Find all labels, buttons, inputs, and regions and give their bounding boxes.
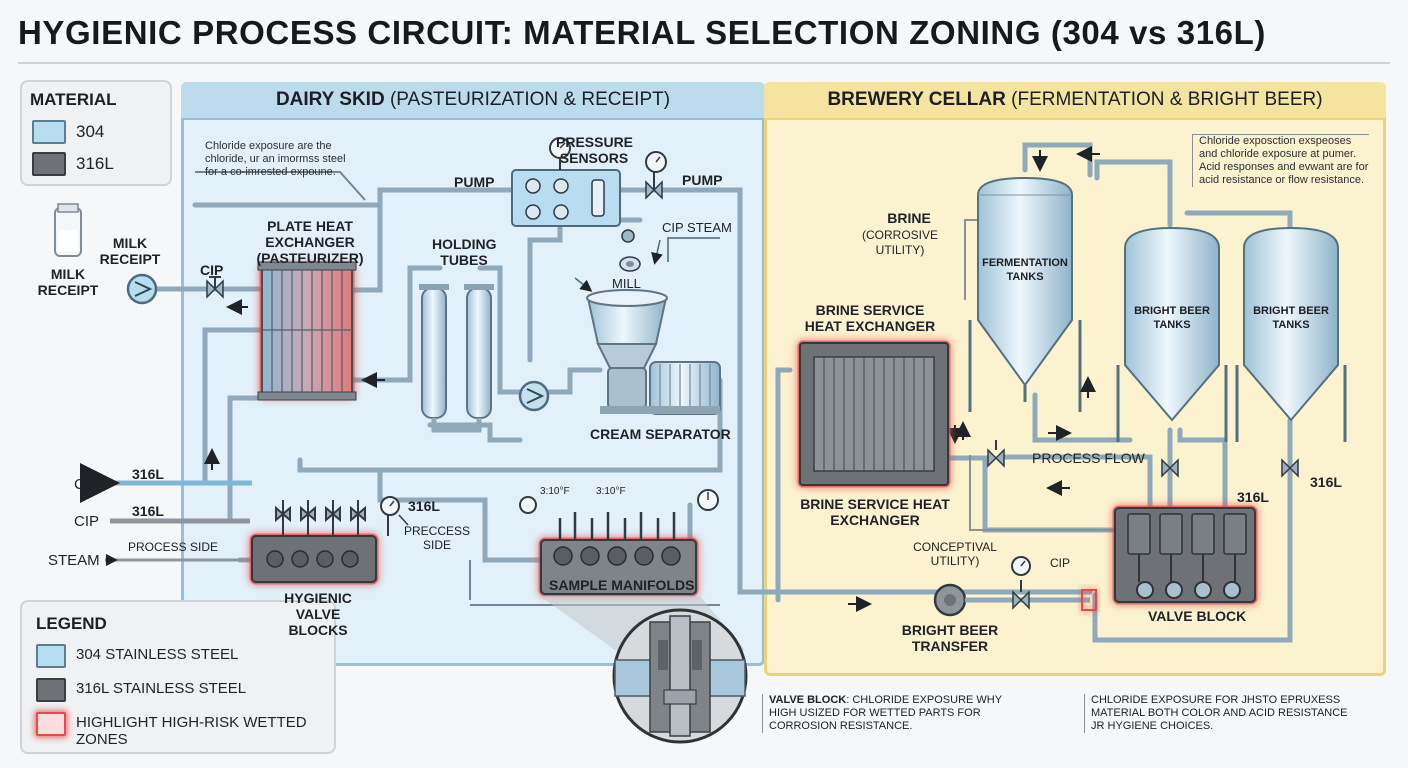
steam-line-label: STEAM	[48, 552, 100, 569]
brine-hx-label-bottom: BRINE SERVICE HEAT EXCHANGER	[800, 496, 950, 528]
brewery-valve-material-label-1: 316L	[1237, 489, 1269, 505]
temperature-label-2: 3:10°F	[596, 486, 626, 497]
process-flow-valve-icon	[987, 440, 1005, 468]
page-title: HYGIENIC PROCESS CIRCUIT: MATERIAL SELEC…	[18, 14, 1266, 51]
brine-service-heat-exchanger	[797, 340, 951, 488]
valve-block-material-label: 316L	[408, 498, 440, 514]
cream-separator-label: CREAM SEPARATOR	[590, 426, 731, 442]
bright-beer-tank-2	[1235, 226, 1347, 442]
brewery-piping	[775, 142, 1293, 643]
dairy-pump-icon	[518, 380, 550, 412]
cream-separator	[586, 289, 721, 415]
material-key-heading: MATERIAL	[30, 90, 117, 109]
cip-valve-icon	[206, 276, 224, 299]
legend-label-high-risk: HIGHLIGHT HIGH-RISK WETTED ZONES	[76, 714, 307, 748]
legend-swatch-304	[36, 644, 66, 668]
dairy-piping	[147, 187, 1093, 595]
bright-beer-transfer-label: BRIGHT BEER TRANSFER	[901, 622, 999, 654]
fermentation-tanks-label: FERMENTATION TANKS	[982, 257, 1068, 283]
fermentation-tank	[968, 176, 1082, 412]
chloride-callout: CHLORIDE EXPOSURE FOR JHSTO EPRUXESS MAT…	[1084, 694, 1361, 733]
dairy-skid-heading: DAIRY SKID (PASTEURIZATION & RECEIPT)	[181, 82, 765, 120]
pump-label-right: PUMP	[682, 172, 723, 188]
legend-swatch-316l	[36, 678, 66, 702]
material-key-panel: MATERIAL 304 316L	[20, 80, 172, 186]
brine-label: BRINE	[887, 210, 931, 226]
brewery-valve-material-label-2: 316L	[1310, 474, 1342, 490]
legend-label-316l: 316L STAINLESS STEEL	[76, 680, 247, 697]
pump-label-left: PUMP	[454, 174, 495, 190]
brewery-valve-block-label: VALVE BLOCK	[1148, 608, 1247, 624]
bright-beer-transfer-pump-icon	[933, 556, 1097, 617]
mill-icon	[619, 256, 641, 272]
brewery-cellar-heading: BREWERY CELLAR (FERMENTATION & BRIGHT BE…	[764, 82, 1386, 120]
plate-heat-exchanger-label: PLATE HEAT EXCHANGER (PASTEURIZER)	[256, 218, 364, 266]
cip-line-2-material: 316L	[132, 503, 164, 519]
sample-manifolds-label: SAMPLE MANIFOLDS	[549, 577, 695, 593]
bright-beer-tanks-label-1: BRIGHT BEER TANKS	[1134, 305, 1210, 331]
dairy-chloride-note: Chloride exposure are the chloride, ur a…	[205, 140, 346, 178]
legend-label-304: 304 STAINLESS STEEL	[76, 646, 239, 663]
material-key-label-304: 304	[76, 122, 105, 141]
hygienic-valve-blocks	[249, 496, 409, 585]
temperature-label-1: 3:10°F	[540, 486, 570, 497]
milk-receipt-label-bottom: MILK RECEIPT	[37, 266, 99, 298]
milk-bottle-icon	[54, 203, 82, 257]
conceptual-utility-label: CONCEPTIVAL UTILITY)	[913, 540, 997, 568]
brine-hx-label-top: BRINE SERVICE HEAT EXCHANGER	[804, 302, 936, 334]
brine-subtitle: (CORROSIVE UTILITY)	[861, 228, 938, 257]
pressure-sensor-block	[511, 137, 635, 243]
plate-heat-exchanger	[257, 261, 357, 401]
holding-tubes	[419, 284, 494, 433]
valve-block-process-side-label: PRECCESS SIDE	[404, 524, 471, 552]
cip-line-2-label: CIP	[74, 513, 100, 530]
bright-beer-tanks-label-2: BRIGHT BEER TANKS	[1253, 305, 1329, 331]
bright-beer-tank-1	[1116, 226, 1228, 442]
cip-line-1-material: 316L	[132, 466, 164, 482]
cip-inlet-label: CIP	[200, 262, 224, 278]
valve-block-callout: VALVE BLOCK: CHLORIDE EXPOSURE WHY HIGH …	[762, 694, 1003, 733]
mill-label: MILL	[612, 276, 641, 291]
holding-tubes-label: HOLDING TUBES	[432, 236, 497, 268]
legend-swatch-high-risk	[36, 712, 66, 736]
title-divider	[18, 62, 1390, 64]
material-key-label-316l: 316L	[76, 154, 114, 173]
material-key-swatch-304	[32, 120, 66, 144]
process-flow-label: PROCESS FLOW	[1032, 450, 1145, 466]
hygienic-valve-blocks-label: HYGIENIC VALVE BLOCKS	[284, 590, 352, 638]
brewery-chloride-note: Chloride exposction exspeoses and chlori…	[1192, 134, 1369, 187]
cip-line-1-label: CIP	[74, 476, 100, 493]
legend-panel: LEGEND 304 STAINLESS STEEL 316L STAINLES…	[20, 600, 336, 754]
pressure-sensors-label: PRESSURE SENSORS	[556, 134, 634, 166]
brewery-cip-label: CIP	[1050, 556, 1071, 570]
dairy-discharge-valve-icon	[645, 151, 667, 200]
process-side-label: PROCESS SIDE	[128, 540, 219, 554]
material-key-swatch-316l	[32, 152, 66, 176]
left-inlet-lines	[80, 463, 252, 566]
sample-manifolds	[519, 489, 719, 597]
milk-receipt-label-top: MILK RECEIPT	[99, 235, 161, 267]
valve-cutaway-detail	[540, 596, 748, 744]
brewery-valve-block	[1112, 458, 1299, 605]
milk-pump-icon	[126, 273, 158, 305]
legend-heading: LEGEND	[36, 614, 107, 633]
cip-steam-label: CIP STEAM	[662, 220, 732, 235]
